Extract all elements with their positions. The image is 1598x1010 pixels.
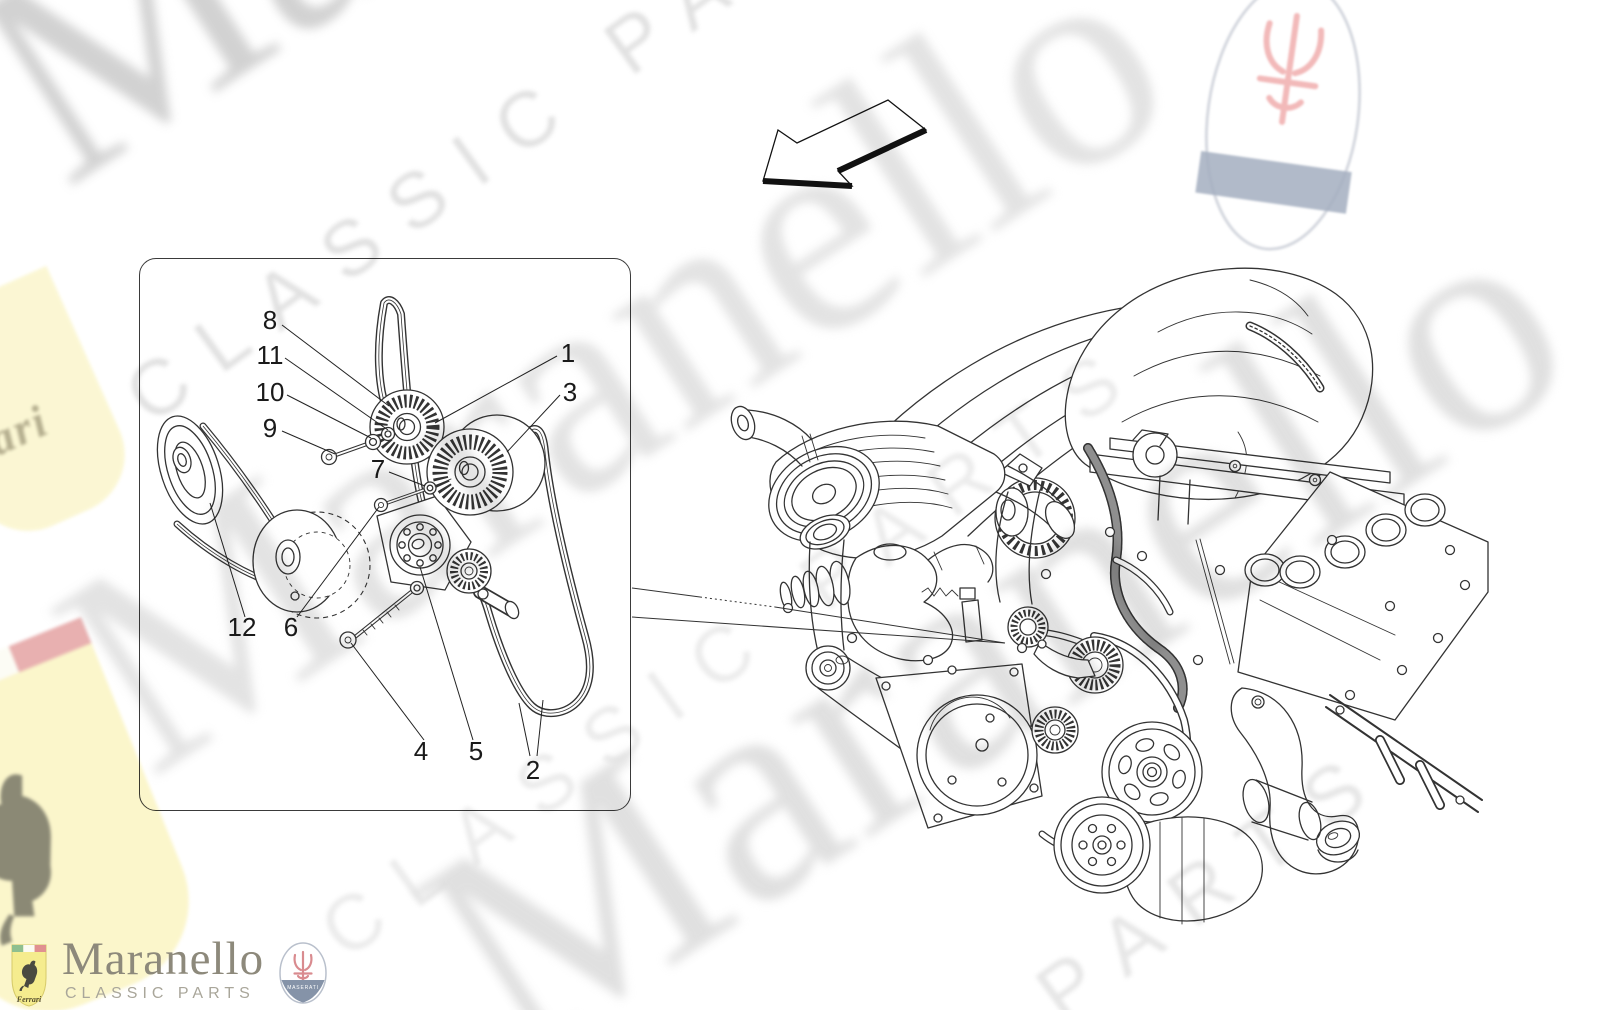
callout-1[interactable]: 1 (561, 338, 575, 368)
direction-arrow-icon (762, 99, 928, 189)
callout-8[interactable]: 8 (263, 305, 277, 335)
footer-brand-tagline: CLASSIC PARTS (65, 985, 255, 1003)
engine-illustration (730, 267, 1489, 925)
fasteners (320, 426, 452, 649)
callout-5[interactable]: 5 (469, 736, 483, 766)
callout-7[interactable]: 7 (371, 454, 385, 484)
left-pulley (156, 415, 224, 525)
belt-detail-diagram: 8 11 10 9 7 1 3 12 6 4 5 2 (156, 296, 594, 785)
footer-brand-name[interactable]: Maranello (62, 933, 265, 985)
bolt-heads (782, 526, 1444, 666)
callout-10[interactable]: 10 (256, 377, 285, 407)
maserati-badge-text: MASERATI (287, 985, 319, 991)
alternator (994, 453, 1076, 605)
ribbed-cone (779, 560, 851, 611)
starter-cylinder (1242, 778, 1322, 841)
callout-6[interactable]: 6 (284, 612, 298, 642)
tensioner-roller (446, 548, 492, 594)
callout-4[interactable]: 4 (414, 736, 428, 766)
callout-2[interactable]: 2 (526, 755, 540, 785)
crank-pulley (1101, 721, 1203, 823)
ferrari-shield-logo[interactable]: Ferrari (10, 938, 48, 1008)
ps-pump-pulley (799, 514, 851, 550)
water-pump-pulley (916, 694, 1038, 816)
engine-mount-bracket (1230, 687, 1361, 875)
ac-compressor (1053, 796, 1263, 925)
ferrari-shield-text: Ferrari (16, 995, 42, 1004)
lower-fuel-rail (1325, 694, 1483, 813)
detail-link-lines (631, 587, 1006, 644)
callout-3[interactable]: 3 (563, 377, 577, 407)
cam-cover (1237, 471, 1489, 721)
leader-lines (209, 324, 561, 757)
prancing-horse-icon (19, 960, 38, 991)
callout-12[interactable]: 12 (228, 612, 257, 642)
trident-icon (293, 950, 313, 983)
footer-logo: Ferrari Maranello CLASSIC PARTS MASERATI (10, 933, 328, 1008)
idler-pulleys (1007, 606, 1124, 754)
maserati-badge-logo[interactable]: MASERATI (278, 942, 328, 1006)
deflection-pulley (369, 389, 445, 465)
thermostat-housing (779, 514, 994, 662)
callout-9[interactable]: 9 (263, 413, 277, 443)
wiring-harness (1083, 443, 1188, 713)
fixed-pulley (426, 414, 546, 516)
callout-11[interactable]: 11 (257, 340, 284, 370)
elbow-pipe (730, 405, 819, 467)
small-v-pulley (805, 645, 851, 691)
cam-cover-ports (1244, 493, 1446, 589)
alternator-detail (252, 509, 371, 619)
